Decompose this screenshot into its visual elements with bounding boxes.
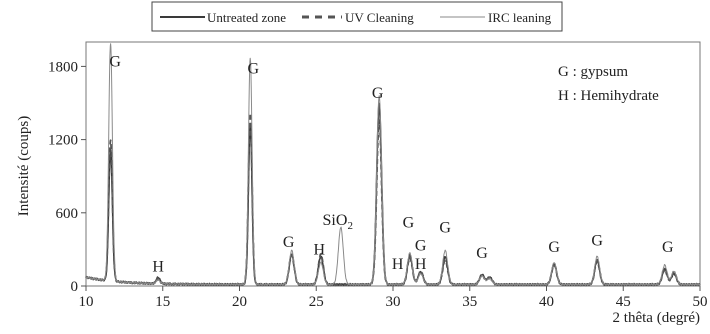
peak-label: H	[392, 256, 404, 273]
y-tick-label: 1800	[48, 59, 78, 75]
y-tick-label: 1200	[48, 133, 78, 149]
peak-label: SiO2	[323, 212, 353, 232]
legend: Untreated zone UV Cleaning IRC leaning	[151, 1, 563, 32]
legend-label-irc: IRC leaning	[488, 10, 552, 25]
peak-label: G	[403, 214, 415, 231]
y-tick-label: 0	[71, 279, 79, 295]
peak-label: G	[662, 239, 674, 256]
x-tick-label: 20	[232, 294, 247, 310]
series-layer	[85, 43, 701, 287]
y-axis-title: Intensité (coups)	[16, 116, 32, 216]
x-tick-label: 35	[462, 294, 477, 310]
key-hemihydrate: H : Hemihydrate	[558, 88, 659, 104]
legend-frame	[151, 1, 563, 32]
peak-label: G	[109, 53, 121, 70]
peak-label: H	[415, 256, 427, 273]
peak-label: G	[415, 238, 427, 255]
peak-label: H	[314, 241, 326, 258]
x-tick-label: 30	[386, 294, 401, 310]
legend-label-untreated: Untreated zone	[207, 10, 286, 25]
x-tick-label: 40	[539, 294, 554, 310]
x-tick-label: 45	[616, 294, 631, 310]
x-tick-label: 15	[155, 294, 170, 310]
peak-label: G	[248, 61, 260, 78]
legend-label-uv: UV Cleaning	[345, 10, 414, 25]
peak-label: G	[372, 85, 384, 102]
x-tick-label: 50	[693, 294, 708, 310]
x-tick-label: 25	[309, 294, 324, 310]
series-line	[85, 43, 701, 286]
axis-ticks: 10 15 20 25 30 35 40 45 50 0 600 1200 1800	[48, 59, 708, 310]
peak-label: G	[548, 239, 560, 256]
peak-label: G	[476, 245, 488, 262]
peak-label: H	[152, 258, 164, 275]
peak-label: G	[283, 234, 295, 251]
peak-label: G	[591, 233, 603, 250]
x-tick-label: 10	[79, 294, 94, 310]
peak-label: G	[439, 219, 451, 236]
y-tick-label: 600	[56, 206, 79, 222]
x-axis-title: 2 thêta (degré)	[613, 310, 700, 326]
key-gypsum: G : gypsum	[558, 64, 628, 80]
